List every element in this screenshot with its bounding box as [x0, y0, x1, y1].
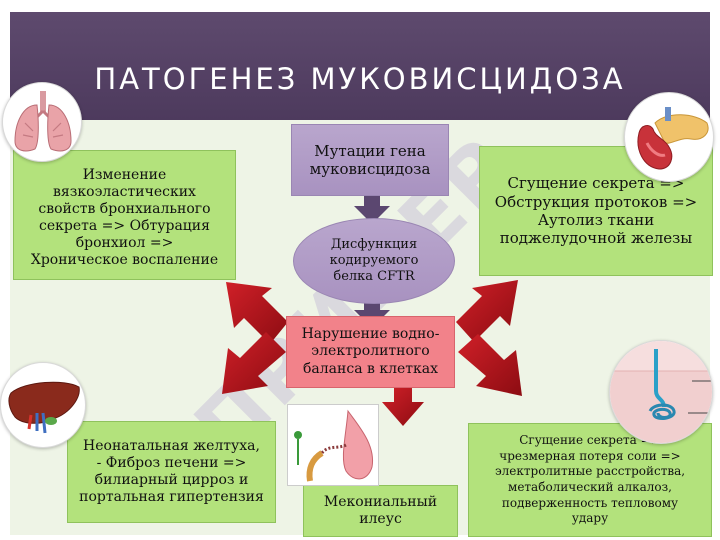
arrow-to-sweat [458, 334, 522, 396]
lungs-text-line: секрета => Обтурация [39, 218, 210, 234]
liver-effect-box: Неонатальная желтуха, - Фиброз печени =>… [67, 421, 276, 523]
liver-text-line: - Фиброз печени => [96, 454, 247, 471]
sweat-text-line: метаболический алкалоз, [507, 480, 672, 494]
gene-mutation-box: Мутации гена муковисцидоза [291, 124, 449, 196]
sweat-text-line: удару [571, 511, 609, 526]
cftr-dysfunction-ellipse: Дисфункция кодируемого белка CFTR [293, 218, 455, 304]
sweat-text-line: подверженность тепловому [501, 495, 679, 510]
header-banner: ПАТОГЕНЕЗ МУКОВИСЦИДОЗА [10, 12, 710, 120]
pancreas-illustration-icon [624, 92, 714, 182]
page-title: ПАТОГЕНЕЗ МУКОВИСЦИДОЗА [94, 62, 626, 96]
imbalance-text-line: Нарушение водно- [301, 326, 440, 343]
cftr-text-line: белка CFTR [333, 269, 415, 285]
pancreas-text-line: Обструкция протоков => [494, 192, 698, 211]
lungs-text-line: свойств бронхиального [38, 200, 211, 217]
lungs-effect-box: Изменение вязкоэластических свойств брон… [13, 150, 236, 280]
meconium-text-line: Мекониальный [323, 493, 438, 510]
lungs-illustration-icon [2, 82, 82, 162]
arrow-cftr-to-imbalance [354, 302, 390, 328]
arrow-to-meconium [382, 388, 424, 426]
lungs-text-line: Хроническое воспаление [30, 252, 219, 269]
imbalance-text-line: баланса в клетках [303, 360, 438, 377]
mutation-text-line: муковисцидоза [309, 160, 431, 178]
arrow-mutation-to-cftr [354, 196, 390, 224]
liver-text-line: портальная гипертензия [79, 489, 264, 506]
arrow-to-lungs [226, 282, 288, 344]
sweat-gland-illustration-icon [609, 340, 713, 444]
arrow-to-pancreas [456, 280, 518, 342]
meconium-text-line: илеус [359, 511, 402, 527]
sweat-text-line: электролитные расстройства, [494, 464, 686, 479]
liver-text-line: билиарный цирроз и [94, 472, 249, 488]
liver-text-line: Неонатальная желтуха, [83, 437, 260, 454]
intestine-illustration-icon [287, 404, 379, 486]
electrolyte-imbalance-box: Нарушение водно- электролитного баланса … [286, 316, 455, 388]
lungs-text-line: бронхиол => [75, 235, 174, 252]
sweat-text-line: чрезмерная потеря соли => [499, 448, 681, 463]
mutation-text-line: Мутации гена [314, 141, 426, 160]
sweat-text-line: Сгущение секрета => [519, 433, 661, 448]
meconium-ileus-box: Мекониальный илеус [303, 485, 458, 537]
liver-illustration-icon [0, 362, 86, 448]
pancreas-text-line: Сгущение секрета => [507, 174, 685, 193]
pancreas-text-line: поджелудочной железы [499, 229, 693, 248]
cftr-text-line: кодируемого [329, 252, 419, 268]
lungs-text-line: вязкоэластических [53, 183, 196, 200]
imbalance-text-line: электролитного [311, 343, 430, 360]
pancreas-text-line: Аутолиз ткани [537, 211, 655, 229]
cftr-text-line: Дисфункция [330, 236, 418, 252]
arrow-to-liver [222, 332, 286, 394]
lungs-text-line: Изменение [82, 166, 167, 183]
